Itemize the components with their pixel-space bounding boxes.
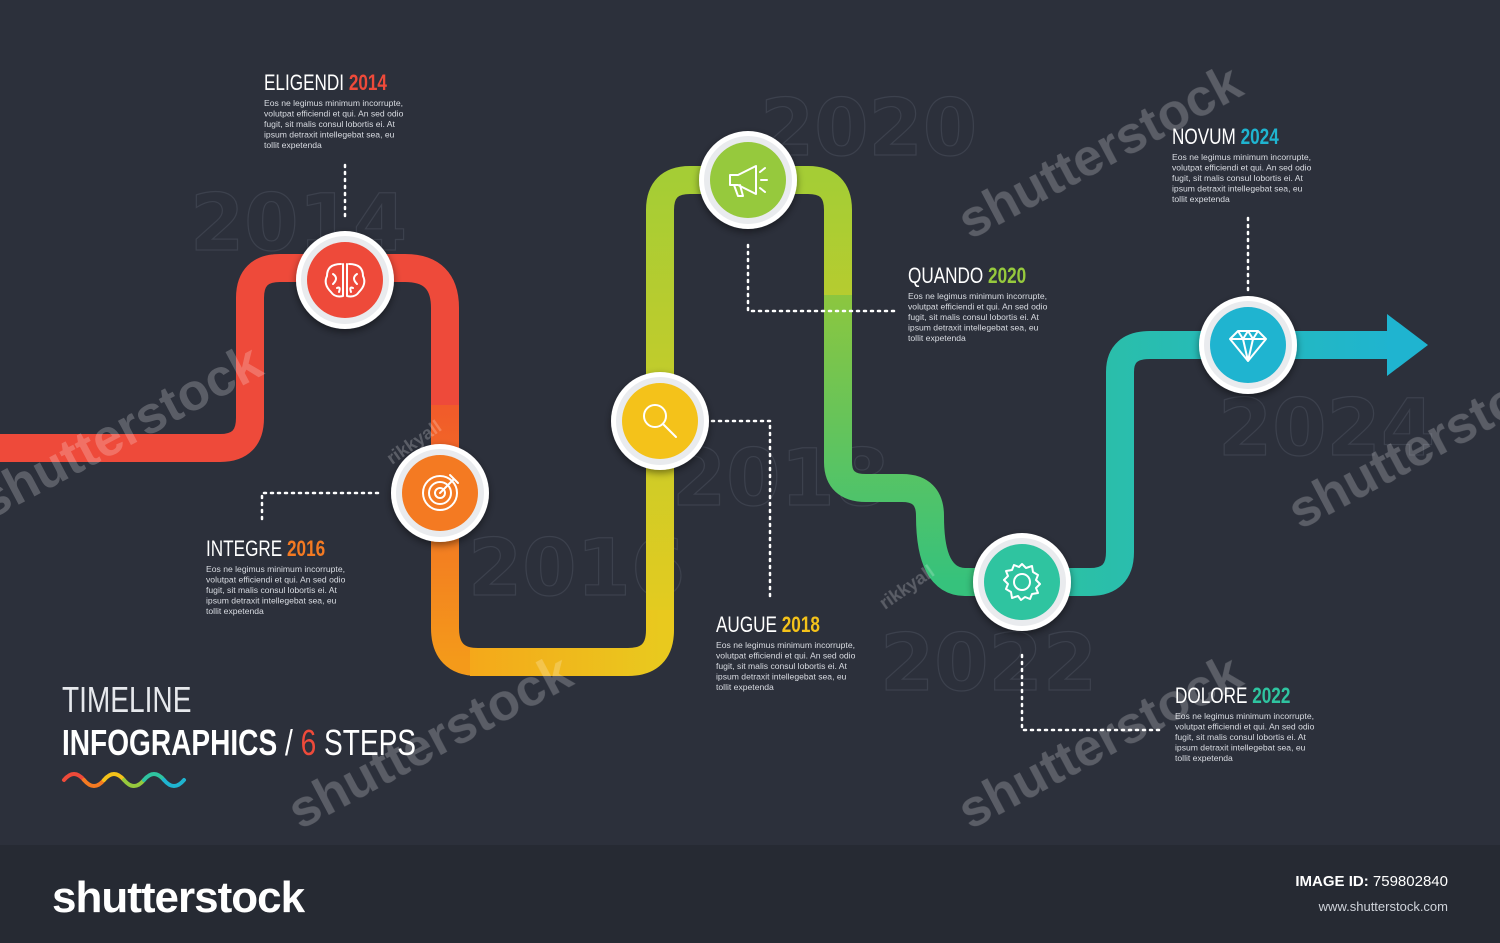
step-node-5: [973, 533, 1071, 631]
road-segment-5: [824, 295, 990, 596]
step-description-line: Eos ne legimus minimum incorrupte,: [908, 291, 1047, 301]
watermark-brand: shutterstock: [0, 333, 271, 531]
step-node-6: [1199, 296, 1297, 394]
step-description-line: ipsum detraxit intellegebat sea, eu: [206, 596, 337, 606]
step-description-line: tollit expetenda: [264, 140, 322, 150]
connector-step-3: [710, 419, 772, 600]
step-title: DOLORE 2022: [1175, 684, 1290, 709]
year-watermark-2022: 2022: [880, 619, 1097, 709]
road-arrow-head: [1387, 314, 1428, 376]
year-watermark-2020: 2020: [760, 84, 977, 174]
step-title: INTEGRE 2016: [206, 537, 325, 562]
road-segment-6: [985, 331, 1395, 596]
step-description-line: ipsum detraxit intellegebat sea, eu: [264, 130, 395, 140]
year-watermark-2024: 2024: [1218, 384, 1435, 474]
step-description-line: tollit expetenda: [908, 333, 966, 343]
megaphone-icon: [729, 165, 768, 197]
connector-step-4: [746, 243, 900, 313]
step-node-4: [699, 131, 797, 229]
footer-logo[interactable]: shutterstock: [52, 873, 305, 922]
step-description-line: Eos ne legimus minimum incorrupte,: [206, 564, 345, 574]
timeline-infographic: 2014 2016 2018 2020 2022 2024 ELIGENDI 2…: [0, 53, 1500, 841]
footer-bar: shutterstock IMAGE ID: 759802840 www.shu…: [0, 845, 1500, 943]
step-description-line: ipsum detraxit intellegebat sea, eu: [1175, 743, 1306, 753]
image-id-value: 759802840: [1372, 873, 1448, 890]
step-description-line: fugit, sit malis consul lobortis ei. At: [1172, 173, 1303, 183]
step-description-line: volutpat efficiendi et qui. An sed odio: [1172, 163, 1312, 173]
step-description-line: Eos ne legimus minimum incorrupte,: [1172, 152, 1311, 162]
step-node-1: [296, 231, 394, 329]
step-title: AUGUE 2018: [716, 613, 820, 638]
step-description-line: tollit expetenda: [206, 606, 264, 616]
step-description-line: ipsum detraxit intellegebat sea, eu: [908, 323, 1039, 333]
step-description-line: ipsum detraxit intellegebat sea, eu: [716, 672, 847, 682]
step-node-2: [391, 444, 489, 542]
brain-icon: [324, 263, 366, 298]
step-description-line: tollit expetenda: [716, 682, 774, 692]
step-description-line: fugit, sit malis consul lobortis ei. At: [206, 585, 337, 595]
road-segment-1: [0, 254, 459, 462]
image-id: IMAGE ID: 759802840: [1295, 873, 1448, 890]
watermark-author: rikkyall: [876, 561, 938, 613]
footer-site-link[interactable]: www.shutterstock.com: [1318, 899, 1448, 914]
target-icon: [422, 474, 459, 511]
headline-wave-decoration: [62, 772, 186, 788]
diamond-icon: [1229, 330, 1267, 362]
step-title: NOVUM 2024: [1172, 125, 1279, 150]
step-description-line: fugit, sit malis consul lobortis ei. At: [1175, 732, 1306, 742]
headline-timeline: TIMELINE: [62, 680, 191, 720]
step-title: ELIGENDI 2014: [264, 71, 387, 96]
step-description-line: volutpat efficiendi et qui. An sed odio: [264, 109, 404, 119]
step-description-line: fugit, sit malis consul lobortis ei. At: [908, 312, 1039, 322]
image-id-label: IMAGE ID:: [1295, 873, 1369, 890]
gear-icon: [1003, 563, 1041, 601]
magnifier-icon: [643, 404, 677, 438]
step-description-line: Eos ne legimus minimum incorrupte,: [264, 98, 403, 108]
step-description-line: ipsum detraxit intellegebat sea, eu: [1172, 184, 1303, 194]
road-segment-3: [470, 600, 674, 676]
step-description-line: volutpat efficiendi et qui. An sed odio: [206, 575, 346, 585]
connector-step-5: [1020, 653, 1162, 732]
step-description-line: volutpat efficiendi et qui. An sed odio: [716, 651, 856, 661]
step-description-line: volutpat efficiendi et qui. An sed odio: [908, 302, 1048, 312]
step-description-line: Eos ne legimus minimum incorrupte,: [1175, 711, 1314, 721]
step-description-line: fugit, sit malis consul lobortis ei. At: [264, 119, 395, 129]
step-description-line: tollit expetenda: [1175, 753, 1233, 763]
connector-step-2: [260, 491, 380, 522]
step-description-line: volutpat efficiendi et qui. An sed odio: [1175, 722, 1315, 732]
step-description-line: tollit expetenda: [1172, 194, 1230, 204]
step-description-line: fugit, sit malis consul lobortis ei. At: [716, 661, 847, 671]
step-node-3: [611, 372, 709, 470]
step-title: QUANDO 2020: [908, 264, 1026, 289]
headline-infographics: INFOGRAPHICS / 6 STEPS: [62, 723, 416, 763]
step-description-line: Eos ne legimus minimum incorrupte,: [716, 640, 855, 650]
